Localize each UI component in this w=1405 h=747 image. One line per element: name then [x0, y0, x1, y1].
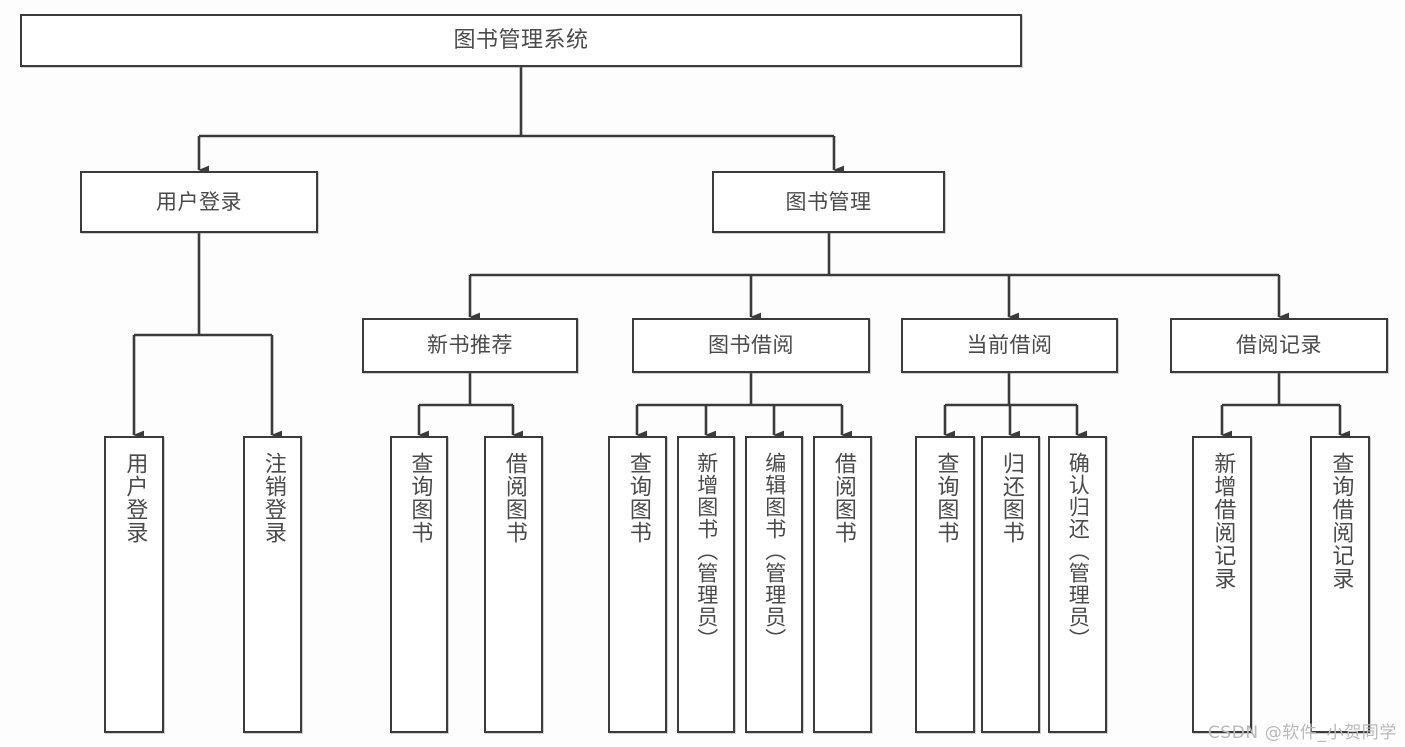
- node-leaf-query-book-1-label: 查询图书: [407, 452, 433, 544]
- node-book-manage[interactable]: 图书管理: [712, 171, 945, 233]
- node-borrow-record[interactable]: 借阅记录: [1170, 318, 1388, 373]
- node-leaf-edit-book-label: 编辑图书（管理员）: [762, 452, 787, 650]
- node-leaf-logout-login[interactable]: 注销登录: [243, 436, 302, 733]
- node-book-borrow-label: 图书借阅: [708, 333, 794, 358]
- node-leaf-query-book-3[interactable]: 查询图书: [915, 436, 975, 733]
- node-leaf-query-book-3-label: 查询图书: [933, 452, 959, 544]
- node-leaf-return-book[interactable]: 归还图书: [981, 436, 1040, 733]
- node-leaf-return-book-label: 归还图书: [998, 452, 1024, 544]
- node-leaf-borrow-book-1-label: 借阅图书: [501, 452, 527, 544]
- node-leaf-query-borrow-record-label: 查询借阅记录: [1328, 452, 1354, 590]
- csdn-watermark: CSDN @软件_小贺同学: [1207, 723, 1397, 743]
- node-leaf-edit-book[interactable]: 编辑图书（管理员）: [745, 436, 803, 733]
- node-borrow-record-label: 借阅记录: [1236, 333, 1322, 358]
- node-book-manage-label: 图书管理: [785, 189, 872, 214]
- node-leaf-add-book-label: 新增图书（管理员）: [694, 452, 719, 650]
- node-root-label: 图书管理系统: [453, 27, 589, 53]
- node-leaf-query-book-2[interactable]: 查询图书: [608, 436, 667, 733]
- node-leaf-borrow-book-2-label: 借阅图书: [830, 452, 856, 544]
- node-leaf-confirm-return[interactable]: 确认归还（管理员）: [1048, 436, 1107, 733]
- node-new-book-recommend-label: 新书推荐: [427, 333, 513, 358]
- node-current-borrow[interactable]: 当前借阅: [901, 318, 1118, 373]
- node-leaf-query-borrow-record[interactable]: 查询借阅记录: [1310, 436, 1370, 733]
- node-new-book-recommend[interactable]: 新书推荐: [362, 318, 578, 373]
- node-leaf-borrow-book-1[interactable]: 借阅图书: [484, 436, 543, 733]
- node-leaf-user-login-label: 用户登录: [122, 452, 148, 544]
- node-leaf-confirm-return-label: 确认归还（管理员）: [1066, 452, 1091, 650]
- node-leaf-add-borrow-record-label: 新增借阅记录: [1210, 452, 1236, 590]
- node-leaf-add-borrow-record[interactable]: 新增借阅记录: [1192, 436, 1252, 733]
- node-book-borrow[interactable]: 图书借阅: [632, 318, 870, 373]
- node-leaf-borrow-book-2[interactable]: 借阅图书: [813, 436, 872, 733]
- node-current-borrow-label: 当前借阅: [966, 333, 1053, 358]
- node-user-login[interactable]: 用户登录: [80, 171, 318, 233]
- node-leaf-query-book-2-label: 查询图书: [625, 452, 651, 544]
- node-leaf-add-book[interactable]: 新增图书（管理员）: [677, 436, 735, 733]
- node-root[interactable]: 图书管理系统: [20, 14, 1022, 67]
- node-leaf-query-book-1[interactable]: 查询图书: [390, 436, 448, 733]
- node-user-login-label: 用户登录: [156, 189, 242, 214]
- node-leaf-user-login[interactable]: 用户登录: [104, 436, 164, 733]
- node-leaf-logout-login-label: 注销登录: [260, 452, 286, 544]
